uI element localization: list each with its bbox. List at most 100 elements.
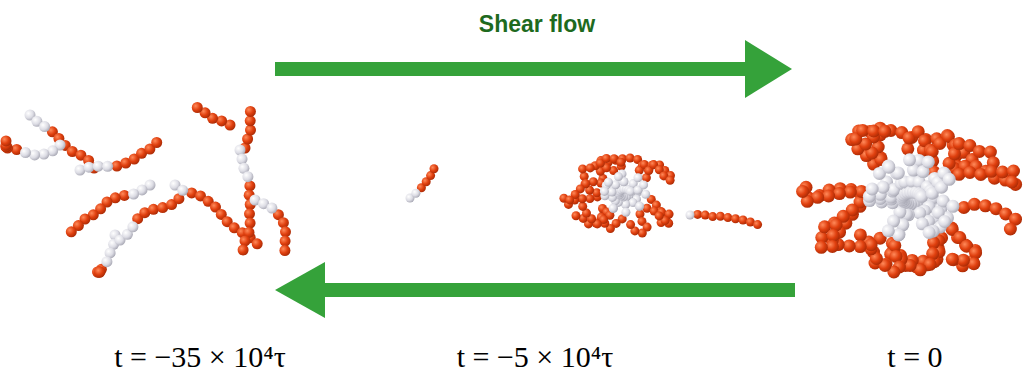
orange-bead xyxy=(278,217,289,228)
orange-bead xyxy=(626,220,635,229)
orange-bead xyxy=(94,267,105,278)
orange-bead xyxy=(192,102,203,113)
orange-bead xyxy=(245,218,256,229)
orange-bead xyxy=(430,164,439,173)
orange-bead xyxy=(854,228,867,241)
grey-bead xyxy=(641,190,650,199)
grey-bead xyxy=(922,155,935,168)
grey-bead xyxy=(877,181,890,194)
arrow-label: Shear flow xyxy=(479,11,595,38)
orange-bead xyxy=(238,245,249,256)
orange-bead xyxy=(626,154,635,163)
grey-bead xyxy=(866,183,879,196)
grey-bead xyxy=(882,161,895,174)
orange-bead xyxy=(826,240,839,253)
grey-bead xyxy=(639,180,648,189)
grey-bead xyxy=(127,221,138,232)
grey-bead xyxy=(614,172,623,181)
grey-bead xyxy=(128,189,139,200)
orange-bead xyxy=(1006,176,1019,189)
orange-bead xyxy=(867,125,880,138)
orange-bead xyxy=(968,198,981,211)
orange-bead xyxy=(240,235,251,246)
orange-bead xyxy=(151,137,162,148)
grey-bead xyxy=(600,187,609,196)
orange-bead xyxy=(655,211,664,220)
grey-bead xyxy=(604,178,613,187)
grey-bead xyxy=(235,145,246,156)
orange-bead xyxy=(843,239,856,252)
orange-bead xyxy=(1,135,12,146)
time-label: t = 0 xyxy=(887,340,942,374)
grey-bead xyxy=(621,208,630,217)
shear-arrow-left xyxy=(275,262,795,318)
orange-bead xyxy=(827,229,840,242)
grey-bead xyxy=(39,121,50,132)
orange-bead xyxy=(796,185,809,198)
orange-bead xyxy=(865,238,878,251)
grey-bead xyxy=(626,187,635,196)
orange-bead xyxy=(66,226,77,237)
grey-bead xyxy=(83,162,94,173)
orange-bead xyxy=(1004,223,1017,236)
orange-bead xyxy=(280,236,291,247)
orange-bead xyxy=(589,177,598,186)
grey-bead xyxy=(242,171,253,182)
grey-bead xyxy=(882,224,895,237)
grey-bead xyxy=(38,149,49,160)
orange-bead xyxy=(578,202,587,211)
orange-bead xyxy=(723,213,732,222)
grey-bead xyxy=(946,200,959,213)
orange-bead xyxy=(815,241,828,254)
orange-bead xyxy=(586,163,595,172)
orange-bead xyxy=(1007,165,1020,178)
grey-bead xyxy=(686,211,695,220)
orange-bead xyxy=(245,115,256,126)
grey-bead xyxy=(943,173,956,186)
orange-bead xyxy=(148,204,159,215)
grey-bead xyxy=(177,185,188,196)
orange-bead xyxy=(666,176,675,185)
orange-bead xyxy=(822,190,835,203)
orange-bead xyxy=(844,186,857,199)
grey-bead xyxy=(20,147,31,158)
bead-chains xyxy=(1,102,1023,279)
grey-bead xyxy=(93,161,104,172)
orange-bead xyxy=(572,211,581,220)
orange-bead xyxy=(716,212,725,221)
orange-bead xyxy=(94,267,105,278)
orange-bead xyxy=(957,254,970,267)
orange-bead xyxy=(616,158,625,167)
grey-bead xyxy=(634,173,643,182)
orange-bead xyxy=(946,253,959,266)
grey-bead xyxy=(938,215,951,228)
orange-bead xyxy=(94,267,105,278)
grey-bead xyxy=(609,204,618,213)
orange-bead xyxy=(578,164,587,173)
grey-bead xyxy=(411,189,420,198)
grey-bead xyxy=(101,256,112,267)
shear-arrow-right xyxy=(275,40,792,98)
orange-bead xyxy=(602,154,611,163)
time-label: t = −5 × 10⁴τ xyxy=(457,340,614,374)
orange-bead xyxy=(996,166,1009,179)
grey-bead xyxy=(635,202,644,211)
grey-bead xyxy=(102,161,113,172)
orange-bead xyxy=(878,125,891,138)
orange-bead xyxy=(753,220,762,229)
orange-bead xyxy=(833,187,846,200)
orange-bead xyxy=(701,211,710,220)
orange-bead xyxy=(985,165,998,178)
orange-bead xyxy=(963,166,976,179)
time-label: t = −35 × 10⁴τ xyxy=(114,340,286,374)
orange-bead xyxy=(279,245,290,256)
grey-bead xyxy=(237,154,248,165)
orange-bead xyxy=(245,106,256,117)
orange-bead xyxy=(565,195,574,204)
orange-bead xyxy=(731,214,740,223)
grey-bead xyxy=(903,153,916,166)
orange-bead xyxy=(708,212,717,221)
grey-bead xyxy=(923,226,936,239)
grey-bead xyxy=(635,202,644,211)
